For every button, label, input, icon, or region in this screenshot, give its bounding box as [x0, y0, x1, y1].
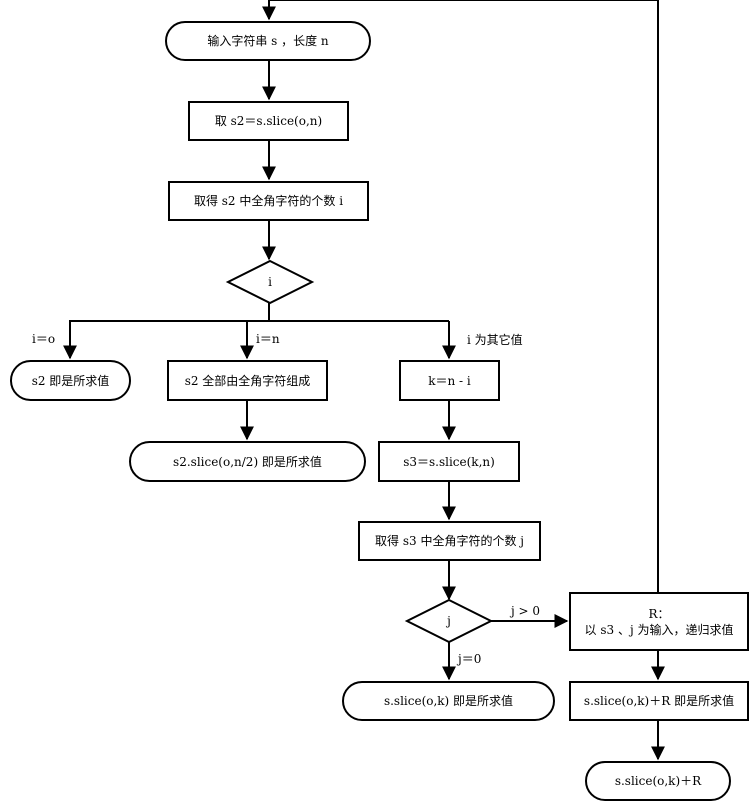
result-s2-node: s2 即是所求值 [10, 360, 131, 401]
count-j-text: 取得 s3 中全角字符的个数 j [375, 534, 524, 548]
all-fullwidth-node: s2 全部由全角字符组成 [167, 360, 328, 401]
edge-label-i-zero: i＝o [32, 332, 56, 346]
decision-j-label: j [445, 614, 451, 628]
result-sk-node: s.slice(o,k) 即是所求值 [342, 681, 555, 721]
recurse-title: R： [648, 606, 670, 621]
edge-label-i-other: i 为其它值 [467, 333, 523, 347]
result-half-node: s2.slice(o,n/2) 即是所求值 [129, 441, 366, 482]
input-node-text: 输入字符串 s ，长度 n [207, 34, 329, 48]
result-skR-node: s.slice(o,k)＋R 即是所求值 [569, 681, 749, 721]
result-skR-text: s.slice(o,k)＋R 即是所求值 [583, 694, 735, 708]
all-fullwidth-text: s2 全部由全角字符组成 [184, 373, 311, 388]
input-node: 输入字符串 s ，长度 n [165, 21, 371, 61]
recurse-node: R： 以 s3 、j 为输入，递归求值 [569, 592, 749, 651]
edge-label-i-n: i＝n [256, 332, 280, 346]
compute-k-node: k＝n - i [399, 360, 500, 401]
final-text: s.slice(o,k)＋R [614, 774, 702, 788]
count-i-node: 取得 s2 中全角字符的个数 i [168, 181, 369, 221]
compute-k-text: k＝n - i [428, 373, 471, 388]
take-s2-node: 取 s2＝s.slice(o,n) [188, 101, 349, 141]
recurse-body: 以 s3 、j 为输入，递归求值 [584, 622, 734, 637]
edge-label-j-zero: j＝0 [458, 652, 482, 666]
edge-label-j-gt: j > 0 [511, 604, 541, 618]
final-node: s.slice(o,k)＋R [585, 761, 731, 801]
take-s2-text: 取 s2＝s.slice(o,n) [214, 114, 323, 128]
result-s2-text: s2 即是所求值 [31, 373, 110, 388]
decision-i [225, 259, 315, 305]
take-s3-node: s3＝s.slice(k,n) [378, 441, 520, 482]
count-j-node: 取得 s3 中全角字符的个数 j [358, 521, 541, 561]
take-s3-text: s3＝s.slice(k,n) [403, 454, 495, 469]
result-sk-text: s.slice(o,k) 即是所求值 [383, 694, 514, 708]
decision-j [404, 598, 494, 644]
edge-recursion-loop [269, 0, 659, 592]
edge-decision-i-branches [268, 302, 449, 322]
decision-i-label: i [268, 275, 272, 289]
count-i-text: 取得 s2 中全角字符的个数 i [193, 194, 344, 208]
result-half-text: s2.slice(o,n/2) 即是所求值 [173, 454, 322, 469]
edge-i-zero [63, 320, 269, 360]
